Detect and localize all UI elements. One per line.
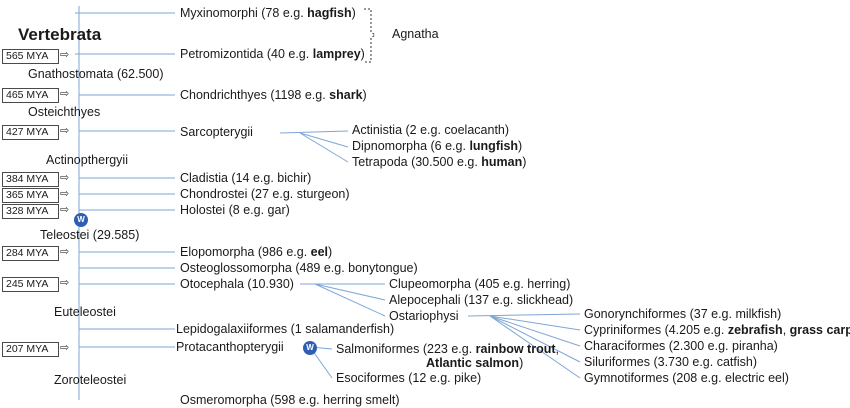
taxon-osmeromorpha: Osmeromorpha (598 e.g. herring smelt) (180, 393, 400, 407)
taxon-ostariophysi: Ostariophysi (389, 309, 459, 323)
arrow-icon: ⇨ (60, 88, 70, 100)
taxon-actinistia: Actinistia (2 e.g. coelacanth) (352, 123, 510, 137)
taxon-elopomorpha: Elopomorpha (986 e.g. eel) (180, 245, 333, 259)
clade-euteleostei: Euteleostei (54, 305, 116, 319)
diagram-title: Vertebrata (18, 25, 102, 44)
taxon-alepocephali: Alepocephali (137 e.g. slickhead) (389, 293, 574, 307)
taxon-otocephala: Otocephala (10.930) (180, 277, 294, 291)
taxon-protacanthopterygii: Protacanthopterygii (176, 340, 284, 354)
taxon-gymnotiformes: Gymnotiformes (208 e.g. electric eel) (584, 371, 789, 385)
arrow-icon: ⇨ (60, 49, 70, 61)
mya-box: 245 MYA (2, 277, 59, 292)
arrow-icon: ⇨ (60, 342, 70, 354)
taxon-characiformes: Characiformes (2.300 e.g. piranha) (584, 339, 778, 353)
taxon-sarcopterygii: Sarcopterygii (180, 125, 253, 139)
wgd-marker: W (303, 341, 317, 355)
mya-box: 207 MYA (2, 342, 59, 357)
taxon-siluriformes: Siluriformes (3.730 e.g. catfish) (584, 355, 757, 369)
mya-box: 365 MYA (2, 188, 59, 203)
taxon-tetrapoda: Tetrapoda (30.500 e.g. human) (352, 155, 527, 169)
clade-zoroteleostei: Zoroteleostei (54, 373, 127, 387)
taxon-chondrichthyes: Chondrichthyes (1198 e.g. shark) (180, 88, 367, 102)
arrow-icon: ⇨ (60, 125, 70, 137)
taxon-myxinomorphi: Myxinomorphi (78 e.g. hagfish) (180, 6, 356, 20)
wgd-marker: W (74, 213, 88, 227)
arrow-icon: ⇨ (60, 188, 70, 200)
clade-actinopterygii: Actinopthergyii (46, 153, 128, 167)
agnatha-label: Agnatha (392, 27, 439, 41)
clade-osteichthyes: Osteichthyes (28, 105, 101, 119)
arrow-icon: ⇨ (60, 246, 70, 258)
arrow-icon: ⇨ (60, 172, 70, 184)
taxon-chondrostei: Chondrostei (27 e.g. sturgeon) (180, 187, 350, 201)
mya-box: 427 MYA (2, 125, 59, 140)
arrow-icon: ⇨ (60, 204, 70, 216)
clade-teleostei: Teleostei (29.585) (40, 228, 140, 242)
mya-box: 384 MYA (2, 172, 59, 187)
mya-box: 565 MYA (2, 49, 59, 64)
taxon-cladistia: Cladistia (14 e.g. bichir) (180, 171, 312, 185)
taxon-dipnomorpha: Dipnomorpha (6 e.g. lungfish) (352, 139, 523, 153)
mya-box: 465 MYA (2, 88, 59, 103)
mya-box: 284 MYA (2, 246, 59, 261)
taxon-cypriniformes: Cypriniformes (4.205 e.g. zebrafish, gra… (584, 323, 850, 337)
taxon-petromizontida: Petromizontida (40 e.g. lamprey) (180, 47, 365, 61)
clade-gnathostomata: Gnathostomata (62.500) (28, 67, 164, 81)
taxon-holostei: Holostei (8 e.g. gar) (180, 203, 290, 217)
taxon-lepidogalaxiiformes: Lepidogalaxiiformes (1 salamanderfish) (176, 322, 395, 336)
taxon-salmoniformes: Salmoniformes (223 e.g. rainbow trout, (336, 342, 559, 356)
arrow-icon: ⇨ (60, 277, 70, 289)
taxon-esociformes: Esociformes (12 e.g. pike) (336, 371, 482, 385)
taxon-salmoniformes-cont: Atlantic salmon) (426, 356, 524, 370)
taxon-clupeomorpha: Clupeomorpha (405 e.g. herring) (389, 277, 571, 291)
taxon-osteoglossomorpha: Osteoglossomorpha (489 e.g. bonytongue) (180, 261, 418, 275)
taxon-gonorynchiformes: Gonorynchiformes (37 e.g. milkfish) (584, 307, 782, 321)
mya-box: 328 MYA (2, 204, 59, 219)
